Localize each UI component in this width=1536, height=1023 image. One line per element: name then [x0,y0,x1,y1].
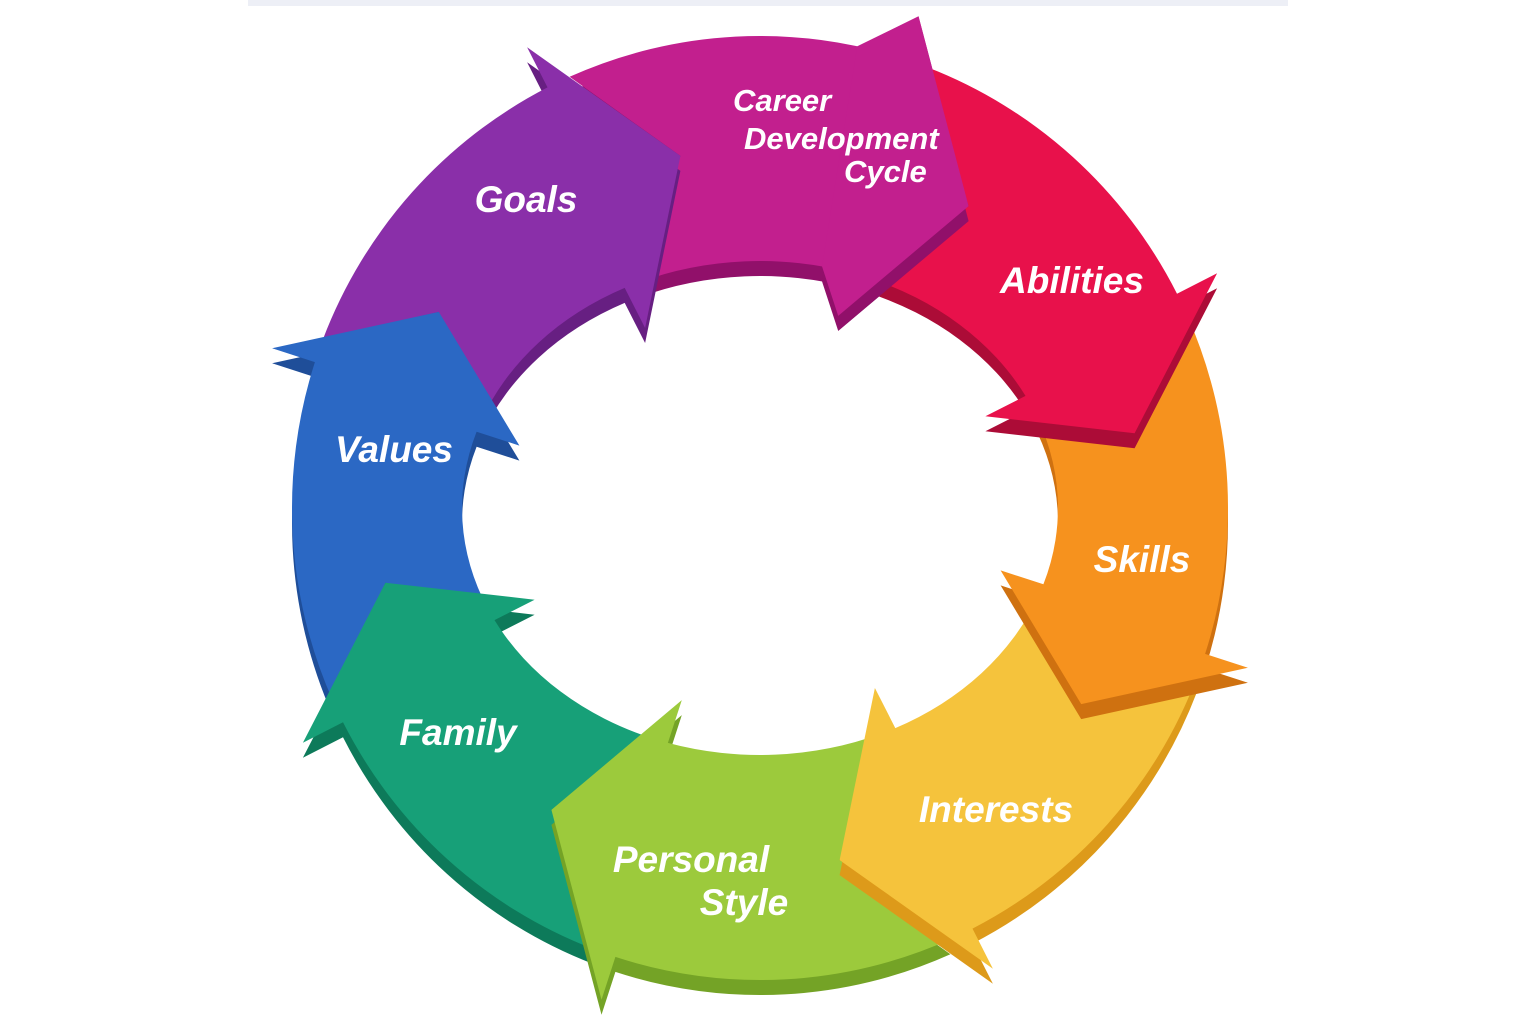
arrow-personal-style [551,700,951,1000]
arrow-career-development-cycle-head [822,16,969,316]
arrow-skills [1000,316,1248,705]
label-career-development-cycle-0: Career [733,83,833,118]
label-career-development-cycle-1: Development [744,121,940,156]
arrow-family [302,582,654,949]
arrow-abilities [866,67,1218,434]
arrow-values [272,311,520,700]
arrow-goals [323,47,681,420]
label-interests-0: Interests [919,789,1073,830]
arrow-interests [839,596,1197,969]
label-personal-style-0: Personal [613,839,770,880]
label-skills-0: Skills [1094,539,1191,580]
label-personal-style-1: Style [700,882,788,923]
label-goals-0: Goals [475,179,578,220]
label-values-0: Values [335,429,453,470]
label-family-0: Family [399,712,519,753]
top-border-strip [248,0,1288,6]
label-abilities-0: Abilities [999,260,1144,301]
label-career-development-cycle-2: Cycle [844,154,927,189]
